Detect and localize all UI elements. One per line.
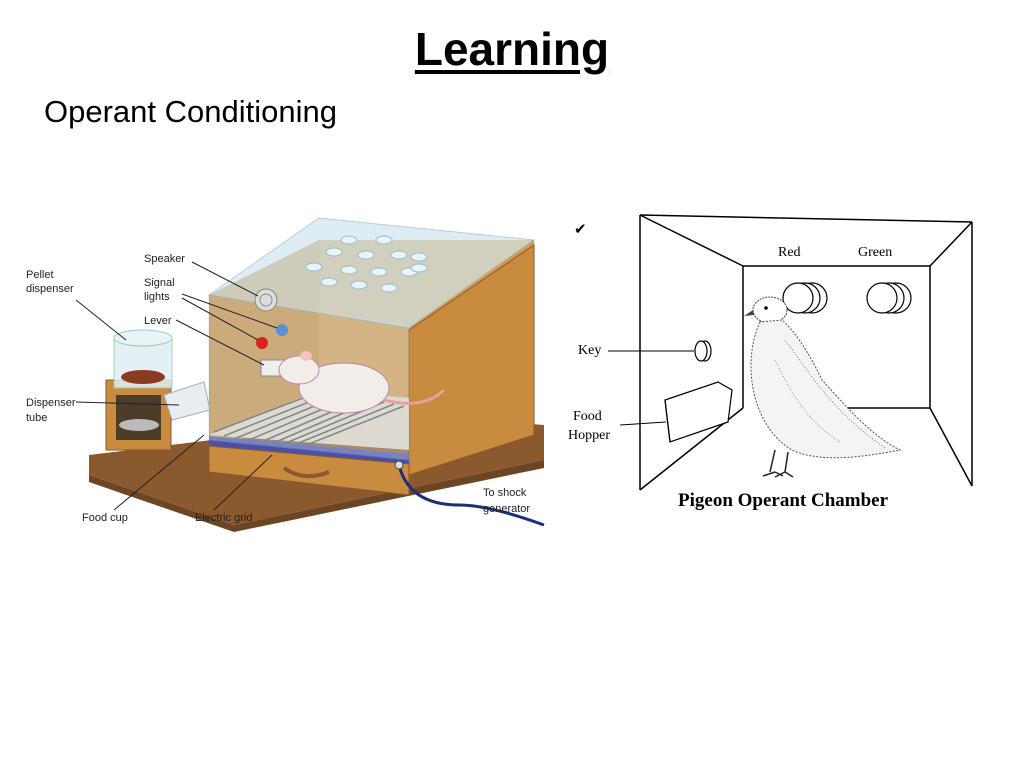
food-hopper-shape (664, 381, 733, 443)
label-red: Red (778, 245, 801, 260)
rat-body (298, 362, 390, 414)
label-lever: Lever (144, 315, 172, 327)
pellet-jar-top (113, 329, 173, 347)
label-pellet-dispenser-1: Pellet (26, 269, 54, 281)
electric-grid-strip (209, 436, 409, 464)
rat-head (278, 355, 320, 385)
label-food-hopper-2: Hopper (568, 428, 610, 443)
pellets (121, 370, 165, 384)
red-key (782, 282, 828, 314)
slide-subtitle: Operant Conditioning (44, 94, 337, 129)
pigeon-leader-lines (608, 350, 694, 426)
pigeon-chamber-illustration: ✔ (568, 214, 973, 511)
drawer-handle (282, 466, 330, 479)
label-shock-1: To shock (483, 487, 527, 499)
side-key (694, 340, 712, 362)
label-dispenser-tube-2: tube (26, 412, 47, 424)
check-mark: ✔ (574, 220, 587, 238)
label-signal-lights-2: lights (144, 291, 170, 303)
label-dispenser-tube-1: Dispenser (26, 397, 76, 409)
label-signal-lights-1: Signal (144, 277, 175, 289)
signal-light-red (256, 337, 268, 349)
pigeon-chamber-figure: ✔ (560, 210, 990, 520)
leader-lines (75, 261, 278, 511)
label-food-hopper-1: Food (573, 409, 602, 424)
label-key: Key (578, 343, 601, 358)
shock-wire (397, 464, 545, 527)
label-green: Green (858, 245, 892, 260)
signal-light-blue (276, 324, 288, 336)
rat-ear (300, 351, 312, 361)
rat-tail (383, 388, 446, 405)
label-food-cup: Food cup (82, 512, 128, 524)
skinner-box-illustration: Speaker Signal lights Lever Pellet dispe… (26, 217, 545, 532)
dispenser-inner (116, 395, 161, 440)
slide-title: Learning (414, 23, 610, 75)
green-key (866, 282, 912, 314)
label-electric-grid: Electric grid (195, 512, 252, 524)
pigeon (744, 296, 902, 478)
pigeon-chamber-caption: Pigeon Operant Chamber (678, 490, 889, 511)
wire-connector (394, 460, 404, 470)
lid-holes (305, 235, 428, 293)
food-cup-shape (119, 419, 159, 431)
skinner-box-figure: Speaker Signal lights Lever Pellet dispe… (14, 210, 548, 540)
label-pellet-dispenser-2: dispenser (26, 283, 74, 295)
label-shock-2: generator (483, 503, 530, 515)
label-speaker: Speaker (144, 253, 185, 265)
speaker-ring (259, 293, 273, 307)
speaker-shape (254, 288, 278, 312)
drawer (208, 445, 410, 496)
